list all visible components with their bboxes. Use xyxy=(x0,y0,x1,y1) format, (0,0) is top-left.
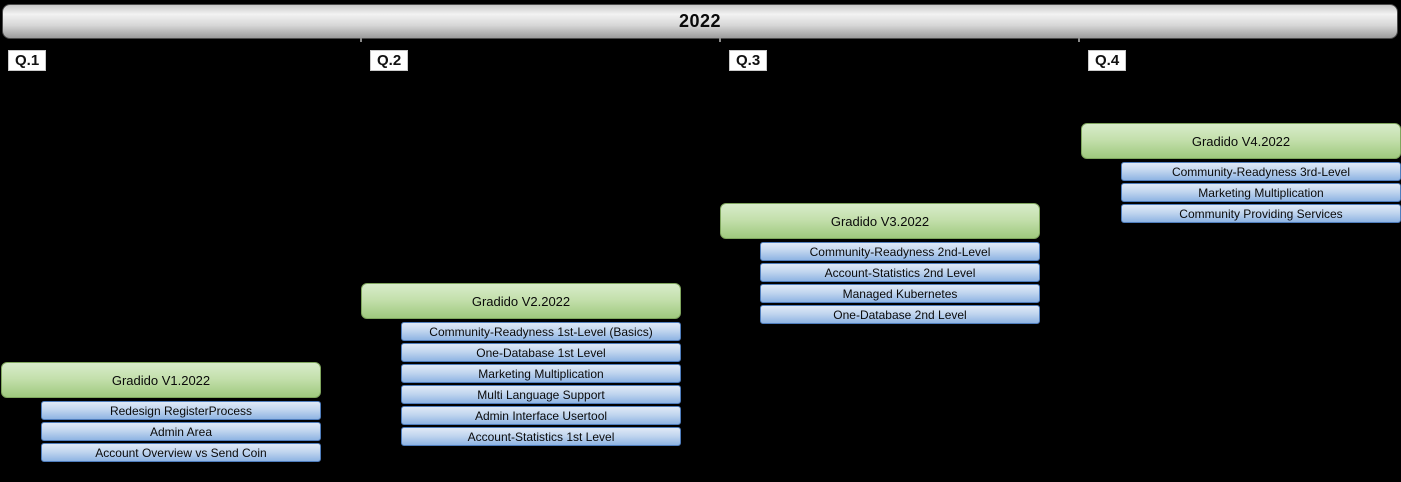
release-title: Gradido V2.2022 xyxy=(471,293,571,309)
roadmap-item: Community-Readyness 1st-Level (Basics) xyxy=(401,322,681,341)
release-group-q1: Gradido V1.2022 Redesign RegisterProcess… xyxy=(1,362,321,464)
roadmap-item: Account Overview vs Send Coin xyxy=(41,443,321,462)
quarter-label-q2: Q.2 xyxy=(370,50,409,71)
roadmap-item: Multi Language Support xyxy=(401,385,681,404)
roadmap-item: Account-Statistics 2nd Level xyxy=(760,263,1040,282)
roadmap-item: One-Database 2nd Level xyxy=(760,305,1040,324)
release-group-q3: Gradido V3.2022 Community-Readyness 2nd-… xyxy=(720,203,1040,326)
roadmap-item: Marketing Multiplication xyxy=(401,364,681,383)
release-box-v1-2022: Gradido V1.2022 xyxy=(1,362,321,398)
roadmap-item: Account-Statistics 1st Level xyxy=(401,427,681,446)
release-box-v4-2022: Gradido V4.2022 xyxy=(1081,123,1401,159)
release-box-v2-2022: Gradido V2.2022 xyxy=(361,283,681,319)
quarter-boundary-tick xyxy=(1078,38,1080,42)
year-header-bar: 2022 xyxy=(2,4,1398,39)
release-box-v3-2022: Gradido V3.2022 xyxy=(720,203,1040,239)
roadmap-item: Managed Kubernetes xyxy=(760,284,1040,303)
item-stack-q2: Community-Readyness 1st-Level (Basics) O… xyxy=(401,322,681,446)
release-title: Gradido V4.2022 xyxy=(1191,133,1291,149)
roadmap-item: Marketing Multiplication xyxy=(1121,183,1401,202)
release-title: Gradido V3.2022 xyxy=(830,213,930,229)
release-group-q4: Gradido V4.2022 Community-Readyness 3rd-… xyxy=(1081,123,1401,225)
roadmap-item: Redesign RegisterProcess xyxy=(41,401,321,420)
roadmap-item: Admin Interface Usertool xyxy=(401,406,681,425)
quarter-label-q3: Q.3 xyxy=(729,50,768,71)
roadmap-item: Community-Readyness 2nd-Level xyxy=(760,242,1040,261)
item-stack-q1: Redesign RegisterProcess Admin Area Acco… xyxy=(41,401,321,462)
release-title: Gradido V1.2022 xyxy=(111,372,211,388)
item-stack-q3: Community-Readyness 2nd-Level Account-St… xyxy=(760,242,1040,324)
item-stack-q4: Community-Readyness 3rd-Level Marketing … xyxy=(1121,162,1401,223)
quarter-boundary-tick xyxy=(360,38,362,42)
roadmap-item: One-Database 1st Level xyxy=(401,343,681,362)
quarter-boundary-tick xyxy=(719,38,721,42)
roadmap-item: Admin Area xyxy=(41,422,321,441)
roadmap-item: Community-Readyness 3rd-Level xyxy=(1121,162,1401,181)
year-title: 2022 xyxy=(678,11,722,31)
quarter-label-q4: Q.4 xyxy=(1088,50,1127,71)
roadmap-item: Community Providing Services xyxy=(1121,204,1401,223)
release-group-q2: Gradido V2.2022 Community-Readyness 1st-… xyxy=(361,283,681,448)
quarter-label-q1: Q.1 xyxy=(8,50,47,71)
